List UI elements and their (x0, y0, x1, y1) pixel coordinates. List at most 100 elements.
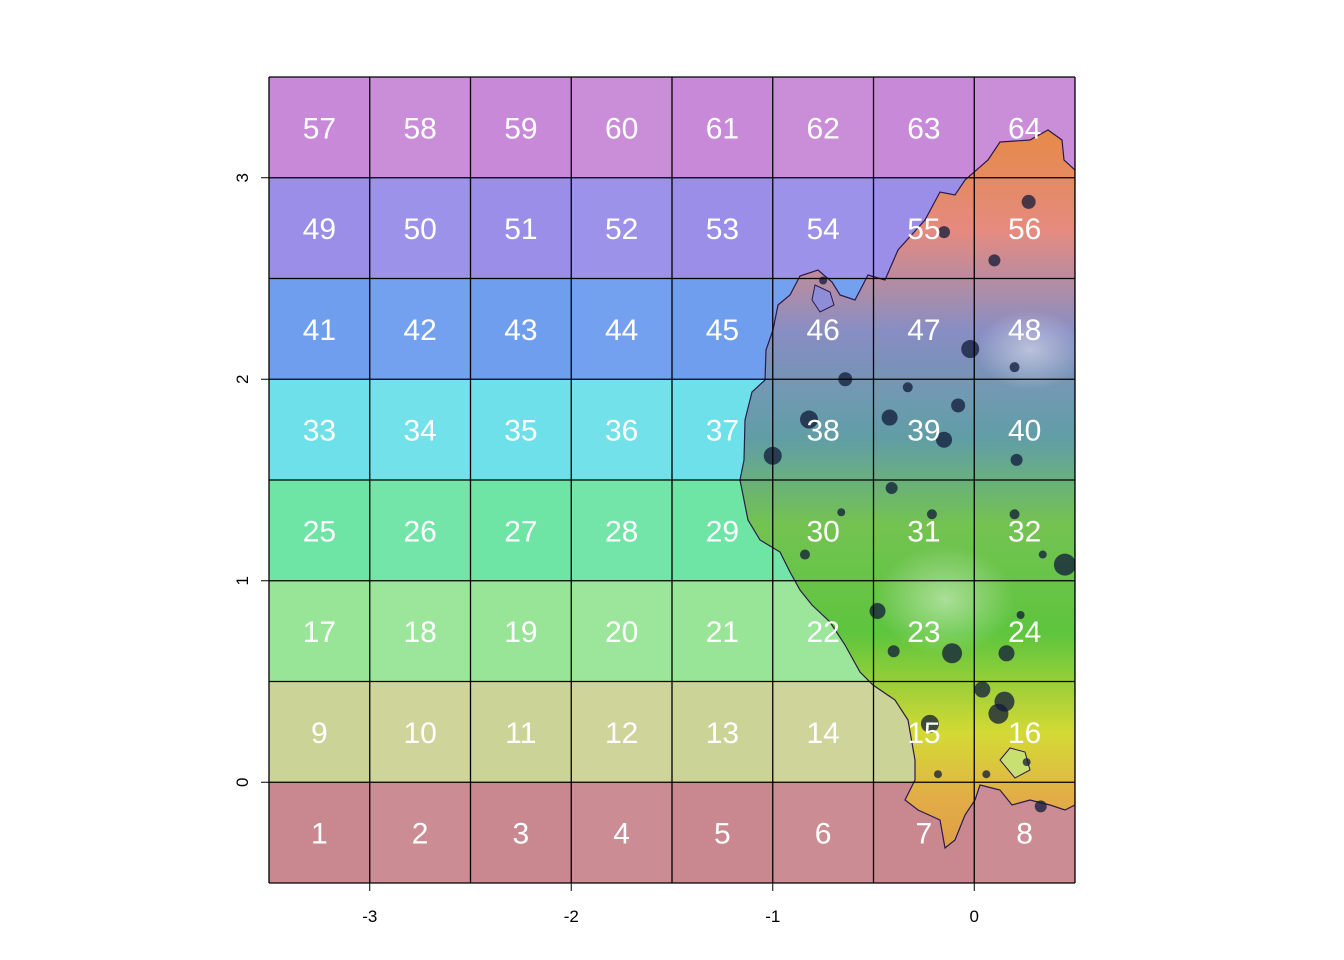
grid-cell (772, 681, 874, 783)
x-tick-label: -3 (362, 907, 377, 926)
grid-cell (772, 177, 874, 279)
cell-label: 8 (1016, 818, 1033, 851)
cell-label: 24 (1008, 616, 1041, 649)
data-point (1016, 611, 1025, 620)
cell-label: 31 (907, 515, 940, 548)
cell-label: 42 (403, 314, 436, 347)
cell-label: 57 (303, 112, 336, 145)
cell-label: 27 (504, 515, 537, 548)
cell-label: 56 (1008, 213, 1041, 246)
cell-label: 4 (613, 818, 630, 851)
cell-label: 28 (605, 515, 638, 548)
cell-label: 1 (311, 818, 328, 851)
cell-label: 45 (706, 314, 739, 347)
data-point (1034, 800, 1047, 813)
grid-cell (571, 177, 672, 279)
cell-label: 3 (513, 818, 530, 851)
cell-label: 49 (303, 213, 336, 246)
data-point (998, 645, 1015, 662)
data-point (926, 509, 937, 520)
cell-label: 55 (907, 213, 940, 246)
cell-label: 37 (706, 415, 739, 448)
cell-label: 17 (303, 616, 336, 649)
data-point (982, 770, 991, 779)
cell-label: 47 (907, 314, 940, 347)
cell-label: 22 (806, 616, 839, 649)
data-point (1009, 509, 1020, 520)
x-tick-label: -2 (564, 907, 579, 926)
grid-cell (369, 77, 471, 178)
grid-cell (571, 379, 672, 480)
terrain-inner-outline (811, 284, 835, 313)
grid-cell (269, 77, 370, 178)
cell-label: 10 (403, 717, 436, 750)
data-point (887, 645, 900, 658)
cell-label: 39 (907, 415, 940, 448)
cell-label: 15 (907, 717, 940, 750)
cell-label: 44 (605, 314, 638, 347)
cell-label: 5 (714, 818, 731, 851)
grid-cell (369, 782, 471, 883)
data-point (800, 410, 819, 429)
grid-cell (369, 177, 471, 279)
grid-cell (470, 782, 572, 883)
grid-cell (269, 177, 370, 279)
data-point (974, 681, 991, 698)
grid-cell (672, 77, 773, 178)
data-point (902, 382, 913, 393)
data-point (881, 409, 898, 426)
cell-label: 6 (815, 818, 832, 851)
grid-cell (571, 278, 672, 380)
cell-label: 33 (303, 415, 336, 448)
y-axis: 0 1 2 3 (233, 173, 270, 787)
grid-cell (571, 580, 672, 682)
cell-label: 14 (806, 717, 839, 750)
x-tick-label: 0 (970, 907, 979, 926)
cell-label: 9 (311, 717, 328, 750)
cell-label: 51 (504, 213, 537, 246)
data-point (961, 340, 980, 359)
points-layer (763, 194, 1075, 813)
y-tick-label: 0 (233, 778, 252, 787)
y-tick-label: 2 (233, 375, 252, 384)
grid-cell (470, 77, 572, 178)
data-point (1010, 453, 1023, 466)
grid-cell (470, 379, 572, 480)
data-point (1053, 553, 1075, 576)
cell-label: 60 (605, 112, 638, 145)
data-point (988, 254, 1001, 267)
data-point (869, 602, 886, 619)
grid-cell (772, 782, 874, 883)
cell-label: 38 (806, 415, 839, 448)
grid-cell (369, 278, 471, 380)
grid-cell (369, 379, 471, 480)
y-tick-label: 3 (233, 173, 252, 182)
grid-cell (470, 278, 572, 380)
cell-label: 23 (907, 616, 940, 649)
data-point (936, 431, 953, 448)
grid-cell (269, 580, 370, 682)
cell-label: 41 (303, 314, 336, 347)
data-point (988, 703, 1009, 724)
y-tick-label: 1 (233, 576, 252, 585)
data-point (920, 714, 939, 733)
grid-cell (369, 580, 471, 682)
grid-cell (672, 782, 773, 883)
data-point (942, 643, 963, 664)
cell-label: 26 (403, 515, 436, 548)
cell-label: 20 (605, 616, 638, 649)
grid-cell (672, 681, 773, 783)
grid-cell (672, 278, 773, 380)
grid-cell (269, 480, 370, 581)
grid-cell (571, 782, 672, 883)
grid-cell (873, 77, 975, 178)
data-point (819, 276, 828, 285)
grid-cell (571, 681, 672, 783)
cell-label: 63 (907, 112, 940, 145)
data-point (1021, 194, 1036, 209)
cell-label: 30 (806, 515, 839, 548)
cell-label: 53 (706, 213, 739, 246)
data-point (951, 398, 966, 413)
